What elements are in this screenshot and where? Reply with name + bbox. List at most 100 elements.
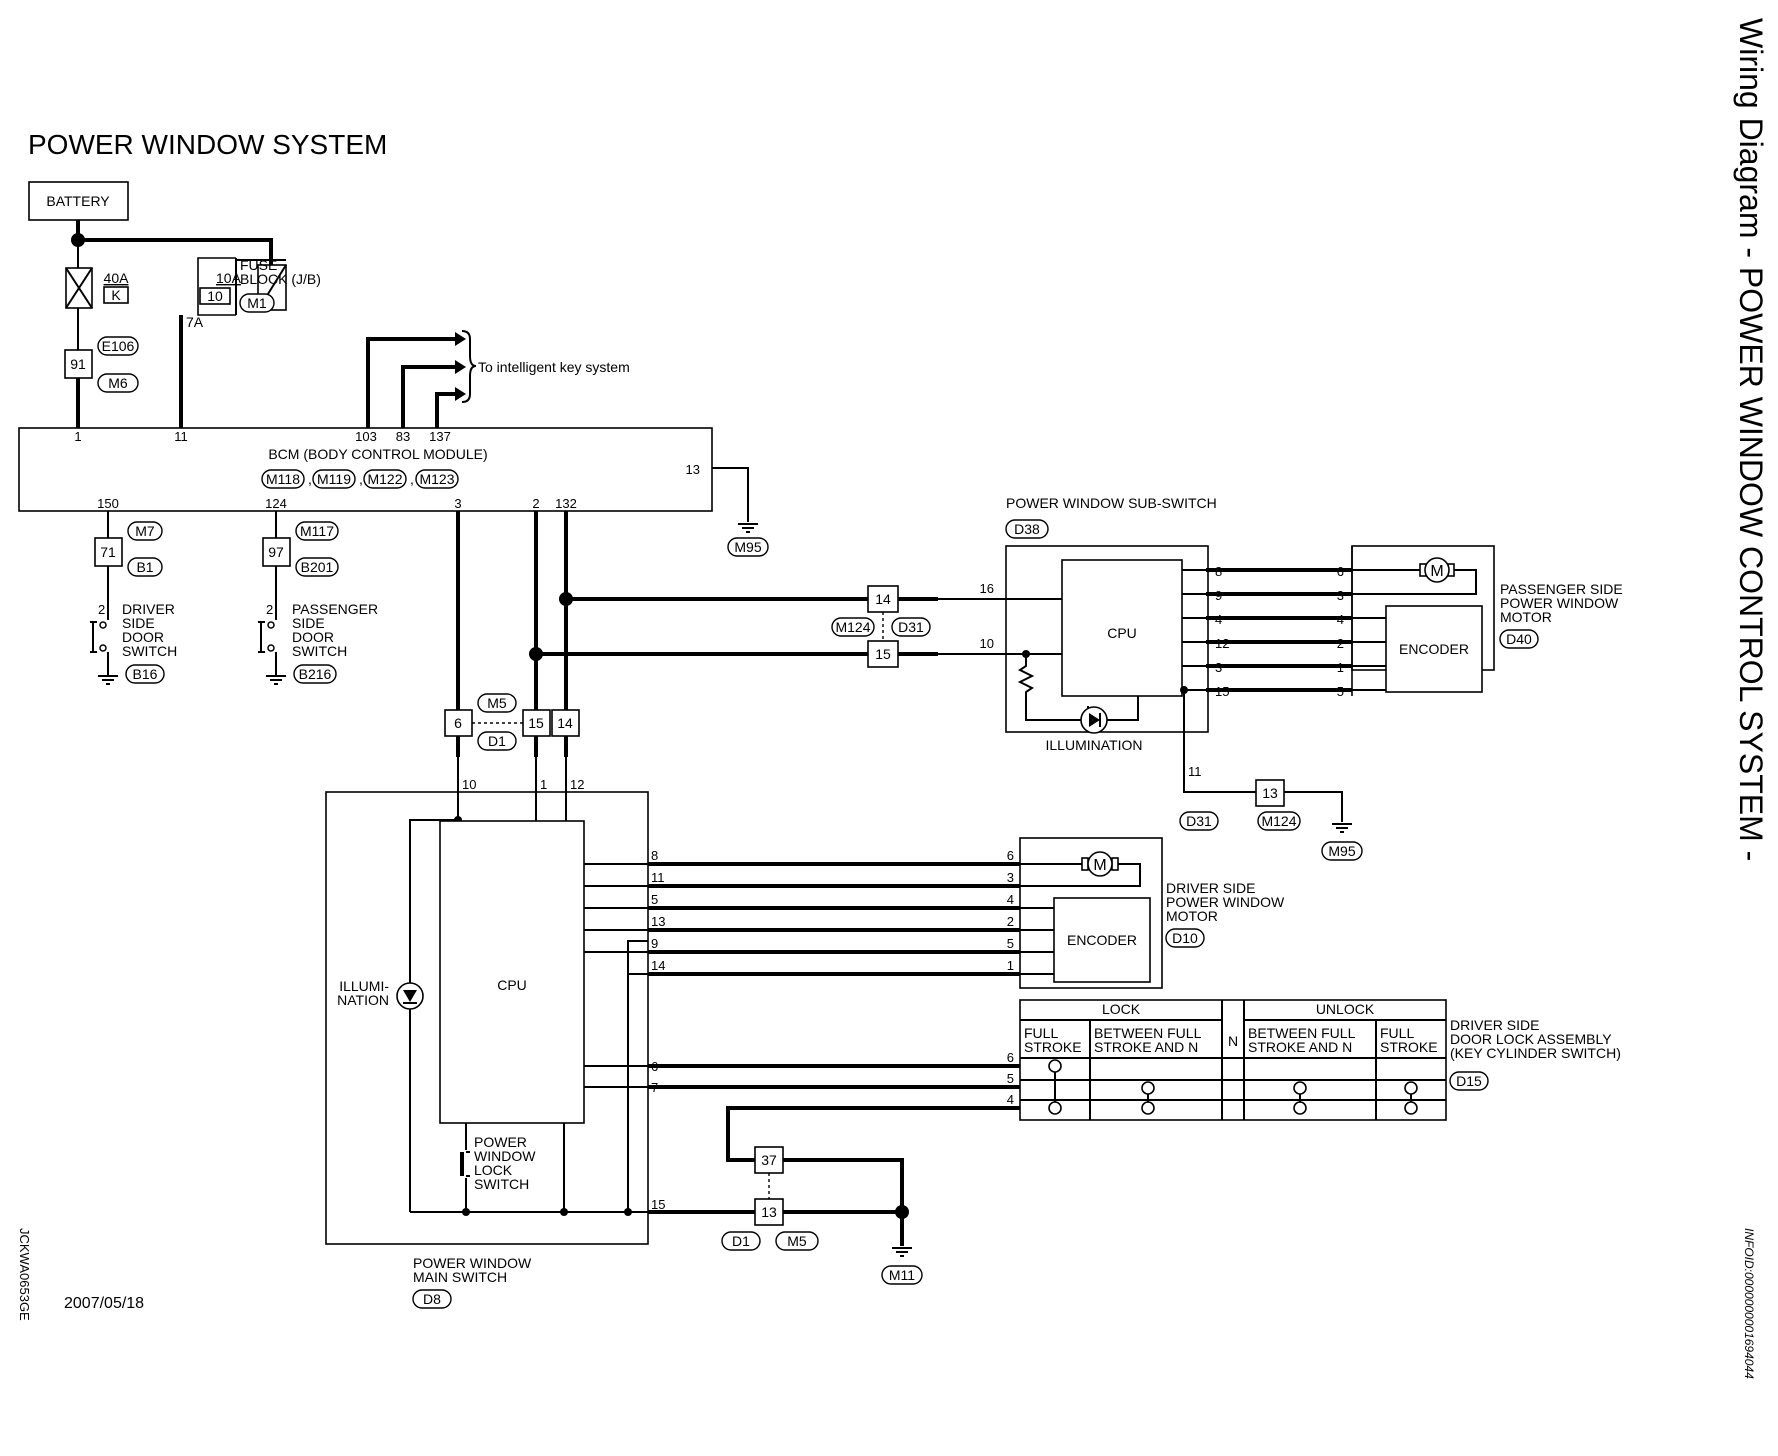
svg-text:LOCK: LOCK xyxy=(1102,1001,1141,1017)
svg-text:13: 13 xyxy=(686,462,700,477)
svg-text:12: 12 xyxy=(570,777,584,792)
door-lock-switch-table: LOCK UNLOCK N FULL STROKE BETWEEN FULL S… xyxy=(1019,999,1447,1121)
svg-text:CPU: CPU xyxy=(1107,625,1137,641)
svg-text:POWER WINDOW: POWER WINDOW xyxy=(1166,894,1285,910)
svg-text:SWITCH: SWITCH xyxy=(292,643,347,659)
svg-text:M6: M6 xyxy=(108,375,128,391)
fuse-10a: 10A 10 xyxy=(199,258,287,315)
svg-text:71: 71 xyxy=(100,544,116,560)
svg-text:40A: 40A xyxy=(104,270,130,286)
connector-b1: B1 xyxy=(127,557,163,577)
svg-text:11: 11 xyxy=(651,870,665,885)
motor-icon: M xyxy=(1081,851,1119,877)
svg-text:4: 4 xyxy=(1337,612,1344,627)
svg-text:3: 3 xyxy=(1337,588,1344,603)
svg-text:PASSENGER: PASSENGER xyxy=(292,601,378,617)
svg-text:D1: D1 xyxy=(732,1233,750,1249)
connector-m124-a: M124 xyxy=(831,617,875,637)
svg-text:2: 2 xyxy=(1007,914,1014,929)
connector-b201: B201 xyxy=(295,557,339,577)
svg-text:10A: 10A xyxy=(216,270,242,286)
svg-text:D31: D31 xyxy=(1186,813,1212,829)
svg-text:POWER WINDOW: POWER WINDOW xyxy=(1500,595,1619,611)
svg-text:13: 13 xyxy=(761,1204,777,1220)
svg-text:M117: M117 xyxy=(300,523,334,539)
svg-text:LOCK: LOCK xyxy=(474,1162,513,1178)
svg-text:M5: M5 xyxy=(787,1233,807,1249)
fuse-out-7a: 7A xyxy=(186,314,204,330)
svg-text:M7: M7 xyxy=(135,523,155,539)
svg-text:14: 14 xyxy=(557,715,573,731)
svg-text:1: 1 xyxy=(540,777,547,792)
svg-text:STROKE: STROKE xyxy=(1380,1039,1438,1055)
svg-text:4: 4 xyxy=(1007,1092,1014,1107)
svg-text:2: 2 xyxy=(1337,636,1344,651)
svg-text:6: 6 xyxy=(454,715,462,731)
ground-m11: M11 xyxy=(881,1265,923,1285)
svg-text:N: N xyxy=(1228,1033,1238,1049)
svg-text:2: 2 xyxy=(266,602,273,617)
svg-text:10: 10 xyxy=(980,636,994,651)
connector-m5-a: M5 xyxy=(477,693,517,713)
svg-text:D10: D10 xyxy=(1172,930,1198,946)
svg-text:10: 10 xyxy=(462,777,476,792)
svg-text:DOOR: DOOR xyxy=(122,629,164,645)
svg-text:DRIVER SIDE: DRIVER SIDE xyxy=(1450,1017,1539,1033)
svg-text:150: 150 xyxy=(97,496,119,511)
connector-m7: M7 xyxy=(127,521,163,541)
svg-text:M124: M124 xyxy=(835,619,870,635)
svg-text:1: 1 xyxy=(74,429,81,444)
svg-text:MOTOR: MOTOR xyxy=(1166,908,1218,924)
fuse-40a: 40A K xyxy=(65,267,130,309)
svg-text:ILLUMINATION: ILLUMINATION xyxy=(1046,737,1143,753)
svg-text:DRIVER SIDE: DRIVER SIDE xyxy=(1166,880,1255,896)
svg-text:SIDE: SIDE xyxy=(122,615,155,631)
svg-text:STROKE AND N: STROKE AND N xyxy=(1094,1039,1198,1055)
svg-text:ILLUMI-: ILLUMI- xyxy=(339,978,389,994)
svg-text:SIDE: SIDE xyxy=(292,615,325,631)
svg-text:M11: M11 xyxy=(889,1267,915,1283)
connector-d1-a: D1 xyxy=(477,731,517,751)
svg-text:POWER WINDOW: POWER WINDOW xyxy=(413,1255,532,1271)
svg-text:FULL: FULL xyxy=(1024,1025,1058,1041)
svg-text:15: 15 xyxy=(875,646,891,662)
svg-text:WINDOW: WINDOW xyxy=(474,1148,536,1164)
svg-text:124: 124 xyxy=(265,496,287,511)
connector-d15: D15 xyxy=(1449,1071,1489,1091)
left-code: JCKWA0653GE xyxy=(17,1228,32,1321)
svg-text:M95: M95 xyxy=(1328,843,1355,859)
svg-text:M: M xyxy=(1430,563,1443,580)
svg-text:15: 15 xyxy=(528,715,544,731)
svg-text:STROKE: STROKE xyxy=(1024,1039,1082,1055)
connector-m123: M123 xyxy=(419,471,454,487)
svg-text:B216: B216 xyxy=(299,666,332,682)
svg-text:37: 37 xyxy=(761,1152,777,1168)
svg-text:DRIVER: DRIVER xyxy=(122,601,175,617)
svg-text:5: 5 xyxy=(651,892,658,907)
svg-text:10: 10 xyxy=(207,288,223,304)
svg-text:DOOR: DOOR xyxy=(292,629,334,645)
connector-d1-b: D1 xyxy=(721,1231,761,1251)
connector-m6: M6 xyxy=(97,373,139,393)
svg-text:,: , xyxy=(359,471,363,487)
svg-text:13: 13 xyxy=(1262,785,1278,801)
svg-text:11: 11 xyxy=(174,429,188,444)
svg-text:D38: D38 xyxy=(1014,521,1040,537)
svg-text:5: 5 xyxy=(1007,936,1014,951)
svg-text:BETWEEN FULL: BETWEEN FULL xyxy=(1094,1025,1202,1041)
svg-text:M: M xyxy=(1093,857,1106,874)
connector-m117: M117 xyxy=(295,521,339,541)
passenger-motor: 6 3 4 2 1 5 M ENCODER xyxy=(1337,545,1495,699)
svg-text:14: 14 xyxy=(875,591,891,607)
connector-d40: D40 xyxy=(1499,629,1539,649)
connector-m5-b: M5 xyxy=(775,1231,819,1251)
page-title: POWER WINDOW SYSTEM xyxy=(28,129,387,160)
svg-text:STROKE AND N: STROKE AND N xyxy=(1248,1039,1352,1055)
sub-switch-module: CPU 16 10 ILLUMINATION xyxy=(938,545,1209,753)
joint-13-sub: 13 xyxy=(1255,779,1285,807)
passenger-door-switch-icon xyxy=(258,621,275,653)
connector-m119: M119 xyxy=(317,471,351,487)
svg-text:11: 11 xyxy=(1188,764,1202,779)
right-code: INFOID:0000000001694044 xyxy=(1742,1228,1756,1379)
